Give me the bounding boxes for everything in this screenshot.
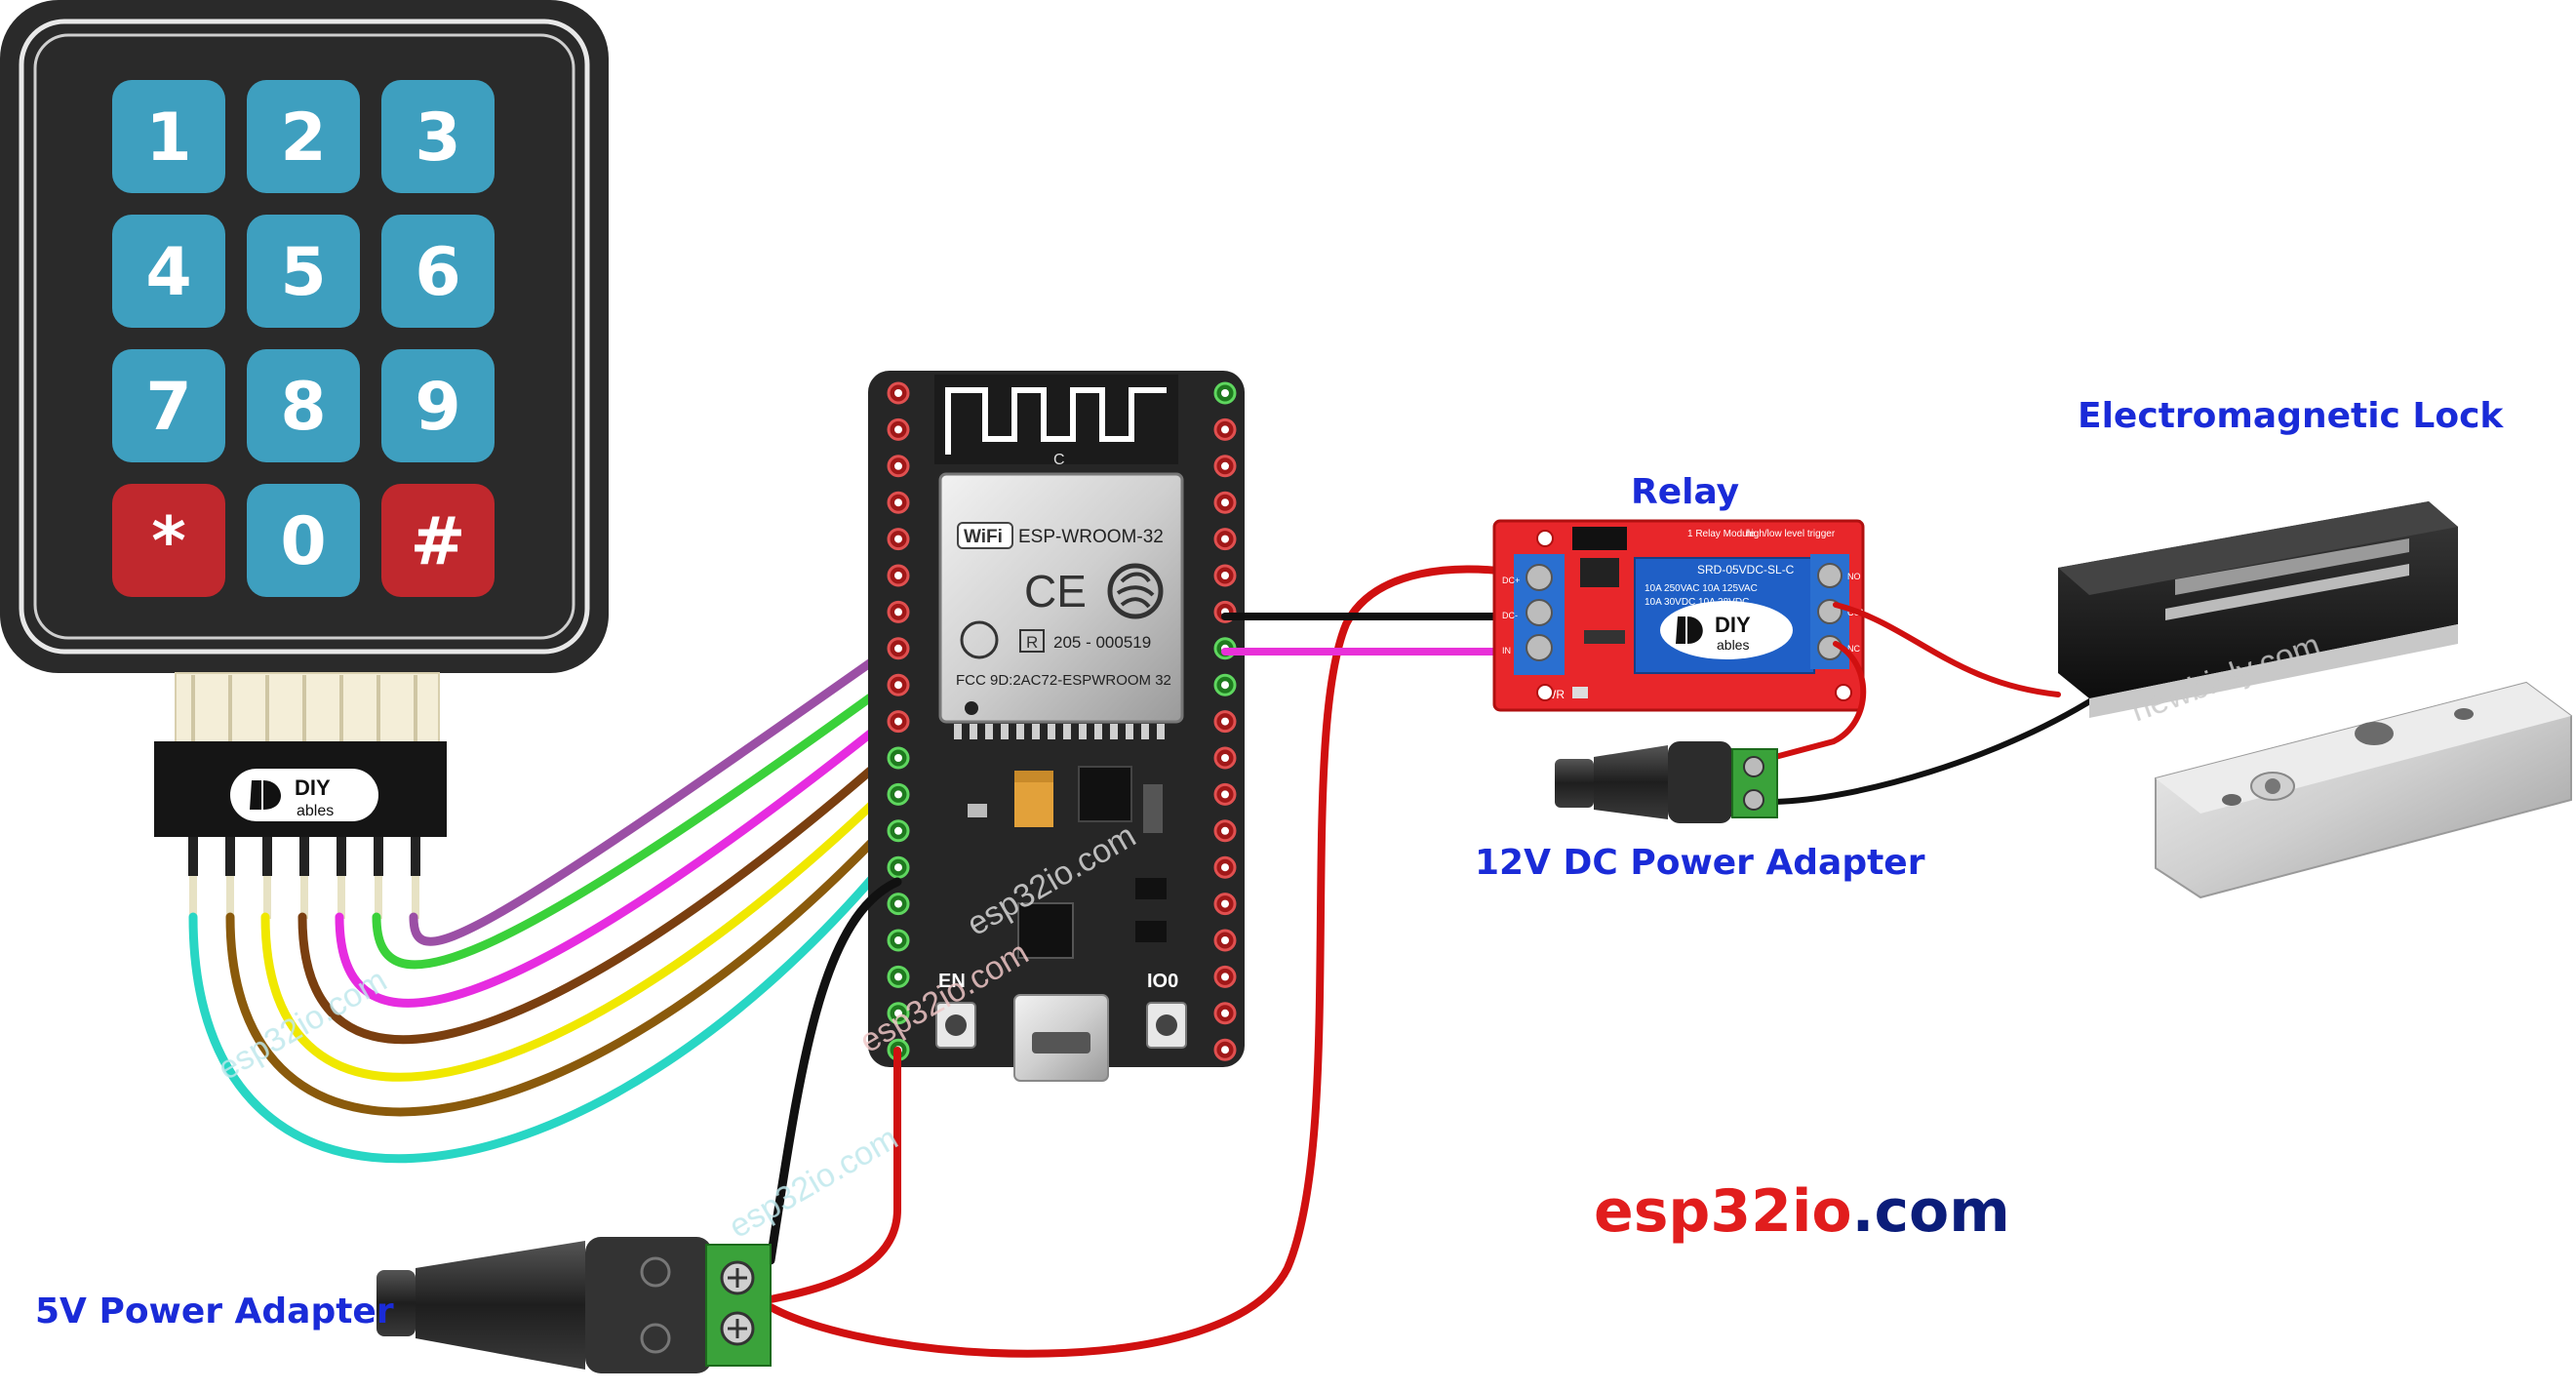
keypad-wires [188, 639, 902, 1164]
io0-button-label: IO0 [1147, 971, 1178, 992]
lock-label: Electromagnetic Lock [2078, 396, 2504, 436]
relay-pin-no: NO [1847, 572, 1861, 581]
wire-brown-2 [297, 742, 902, 1045]
relay-silk-model: SRD-05VDC-SL-C [1697, 563, 1795, 576]
key-7[interactable]: 7 [112, 349, 225, 462]
key-2[interactable]: 2 [247, 80, 360, 193]
wire-magenta-k [335, 707, 902, 1008]
key-label: 9 [415, 369, 460, 446]
key-label: 5 [280, 234, 326, 311]
watermark-3: esp32io.com [723, 1120, 904, 1246]
power-wires [766, 565, 1526, 1358]
recycle-icon [1107, 563, 1164, 619]
key-star[interactable]: * [112, 484, 225, 597]
io0-button[interactable] [1146, 1002, 1187, 1049]
wire-black-adapter-lock [1772, 688, 2110, 805]
key-label: 8 [280, 369, 326, 446]
en-button-label: EN [938, 971, 966, 992]
keypad: 1 2 3 4 5 6 7 8 9 * 0 # DIY ables [0, 0, 609, 919]
keypad-keys: 1 2 3 4 5 6 7 8 9 * 0 # [112, 80, 495, 597]
wire-red-relay-lock [1833, 602, 2061, 697]
wifi-badge: WiFi [964, 527, 1003, 547]
connector-brand-line1: DIY [295, 775, 331, 800]
site-brand-part1: esp32 [1594, 1177, 1792, 1246]
shield-text-fcc: FCC 9D:2AC72-ESPWROOM 32 [956, 672, 1171, 689]
key-label: 4 [145, 234, 191, 311]
wire-red-esp-vin [767, 1047, 901, 1303]
weee-icon [960, 620, 999, 659]
key-8[interactable]: 8 [247, 349, 360, 462]
key-label: * [151, 503, 186, 580]
key-label: # [411, 503, 466, 580]
esp32-board: C WiFi ESP-WROOM-32 CE R 205 - 000519 FC… [868, 371, 1245, 1082]
key-label: 6 [415, 234, 460, 311]
electromagnetic-lock [2058, 501, 2572, 899]
key-label: 1 [145, 99, 191, 177]
wire-green [372, 673, 902, 970]
key-6[interactable]: 6 [381, 215, 495, 328]
relay-silk-2: high/low level trigger [1746, 529, 1836, 539]
relay-silk-1: 1 Relay Module [1687, 529, 1756, 539]
adapter-12v [1555, 741, 1778, 823]
ce-mark: CE [1024, 566, 1087, 616]
key-label: 3 [415, 99, 460, 177]
key-label: 0 [280, 503, 326, 580]
relay-pin-dcplus: DC+ [1502, 576, 1520, 585]
key-hash[interactable]: # [381, 484, 495, 597]
shield-text-cert: 205 - 000519 [1053, 633, 1151, 652]
keypad-inner-border [19, 19, 590, 655]
key-4[interactable]: 4 [112, 215, 225, 328]
adapter-5v-label: 5V Power Adapter [35, 1292, 394, 1331]
wire-brown-1 [225, 811, 902, 1117]
relay-silk-rating-1: 10A 250VAC 10A 125VAC [1645, 583, 1758, 594]
r-mark: R [1026, 633, 1038, 652]
key-9[interactable]: 9 [381, 349, 495, 462]
wire-red-5v-relay [767, 565, 1510, 1358]
wire-yellow [260, 775, 902, 1082]
relay-pin-nc: NC [1847, 644, 1860, 654]
keypad-ribbon [175, 672, 440, 744]
site-brand: esp32io.com [1594, 1177, 2010, 1246]
relay-brand-line1: DIY [1715, 613, 1751, 637]
key-0[interactable]: 0 [247, 484, 360, 597]
site-brand-part3: .com [1852, 1177, 2010, 1246]
relay-silk-rating-2: 10A 30VDC 10A 28VDC [1645, 597, 1749, 608]
key-5[interactable]: 5 [247, 215, 360, 328]
watermarks: esp32io.com esp32io.com esp32io.com esp3… [212, 626, 2325, 1246]
adapter-12v-label: 12V DC Power Adapter [1475, 843, 1925, 883]
key-3[interactable]: 3 [381, 80, 495, 193]
keypad-connector-pins [188, 837, 420, 919]
site-brand-part2: io [1792, 1177, 1852, 1246]
key-1[interactable]: 1 [112, 80, 225, 193]
wire-red-relay-adapter [1772, 641, 1867, 760]
wire-teal [188, 844, 902, 1164]
relay-logo: DIY ables [1660, 601, 1793, 659]
relay-brand-line2: ables [1717, 637, 1749, 653]
wire-black-esp-gnd [766, 877, 902, 1265]
relay-pin-in: IN [1502, 646, 1511, 656]
keypad-connector-logo: DIY ables [230, 769, 378, 821]
shield-text-model: ESP-WROOM-32 [1018, 527, 1164, 547]
relay-module: DC+ DC- IN 1 Relay Module high/low level… [1492, 519, 1868, 712]
key-label: 7 [145, 369, 191, 446]
adapter-5v [376, 1237, 772, 1373]
relay-label: Relay [1631, 472, 1739, 512]
relay-pin-dcminus: DC- [1502, 611, 1518, 620]
lock-wires [1772, 602, 2110, 805]
en-button[interactable] [935, 1002, 976, 1049]
connector-brand-line2: ables [297, 803, 334, 819]
antenna-letter: C [1053, 452, 1065, 468]
wire-purple [409, 639, 902, 946]
key-label: 2 [280, 99, 326, 177]
